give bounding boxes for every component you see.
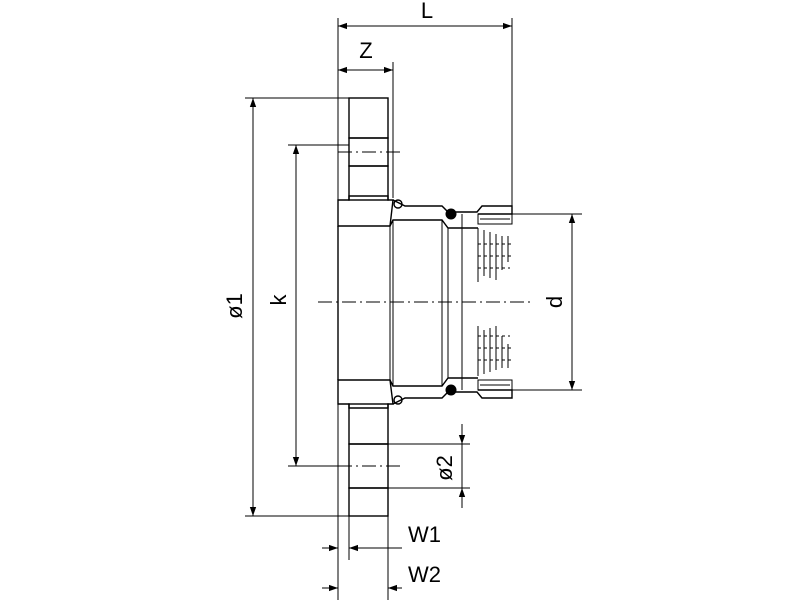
label-d2: ø2 <box>432 455 457 481</box>
retaining-bead-lower <box>393 395 403 405</box>
label-d: d <box>542 296 567 308</box>
collar-lower-section <box>337 379 394 409</box>
label-L: L <box>421 0 433 23</box>
label-Z: Z <box>359 38 372 63</box>
retaining-bead-upper <box>393 199 403 209</box>
fitting-upper-wall <box>392 199 513 215</box>
flange-lower-outer <box>348 487 389 517</box>
flange-ring <box>348 97 389 517</box>
flange-upper-outer <box>348 97 389 139</box>
label-W1: W1 <box>408 522 441 547</box>
fitting-body <box>337 195 513 409</box>
label-d1: ø1 <box>222 293 247 319</box>
grip-ring-upper <box>477 213 513 282</box>
o-ring-lower <box>445 384 457 396</box>
fitting-lower-inner-wall <box>389 377 478 387</box>
fitting-upper-inner-wall <box>389 219 478 229</box>
o-ring-upper <box>445 208 457 220</box>
label-k: k <box>266 294 291 306</box>
dimension-lines <box>249 22 576 592</box>
grip-ring-lower <box>477 326 513 391</box>
flange-lower-inner <box>348 403 389 445</box>
fitting-lower-wall <box>392 389 513 405</box>
collar-upper-section <box>337 195 394 227</box>
label-W2: W2 <box>408 562 441 587</box>
flange-upper-inner <box>348 165 389 201</box>
